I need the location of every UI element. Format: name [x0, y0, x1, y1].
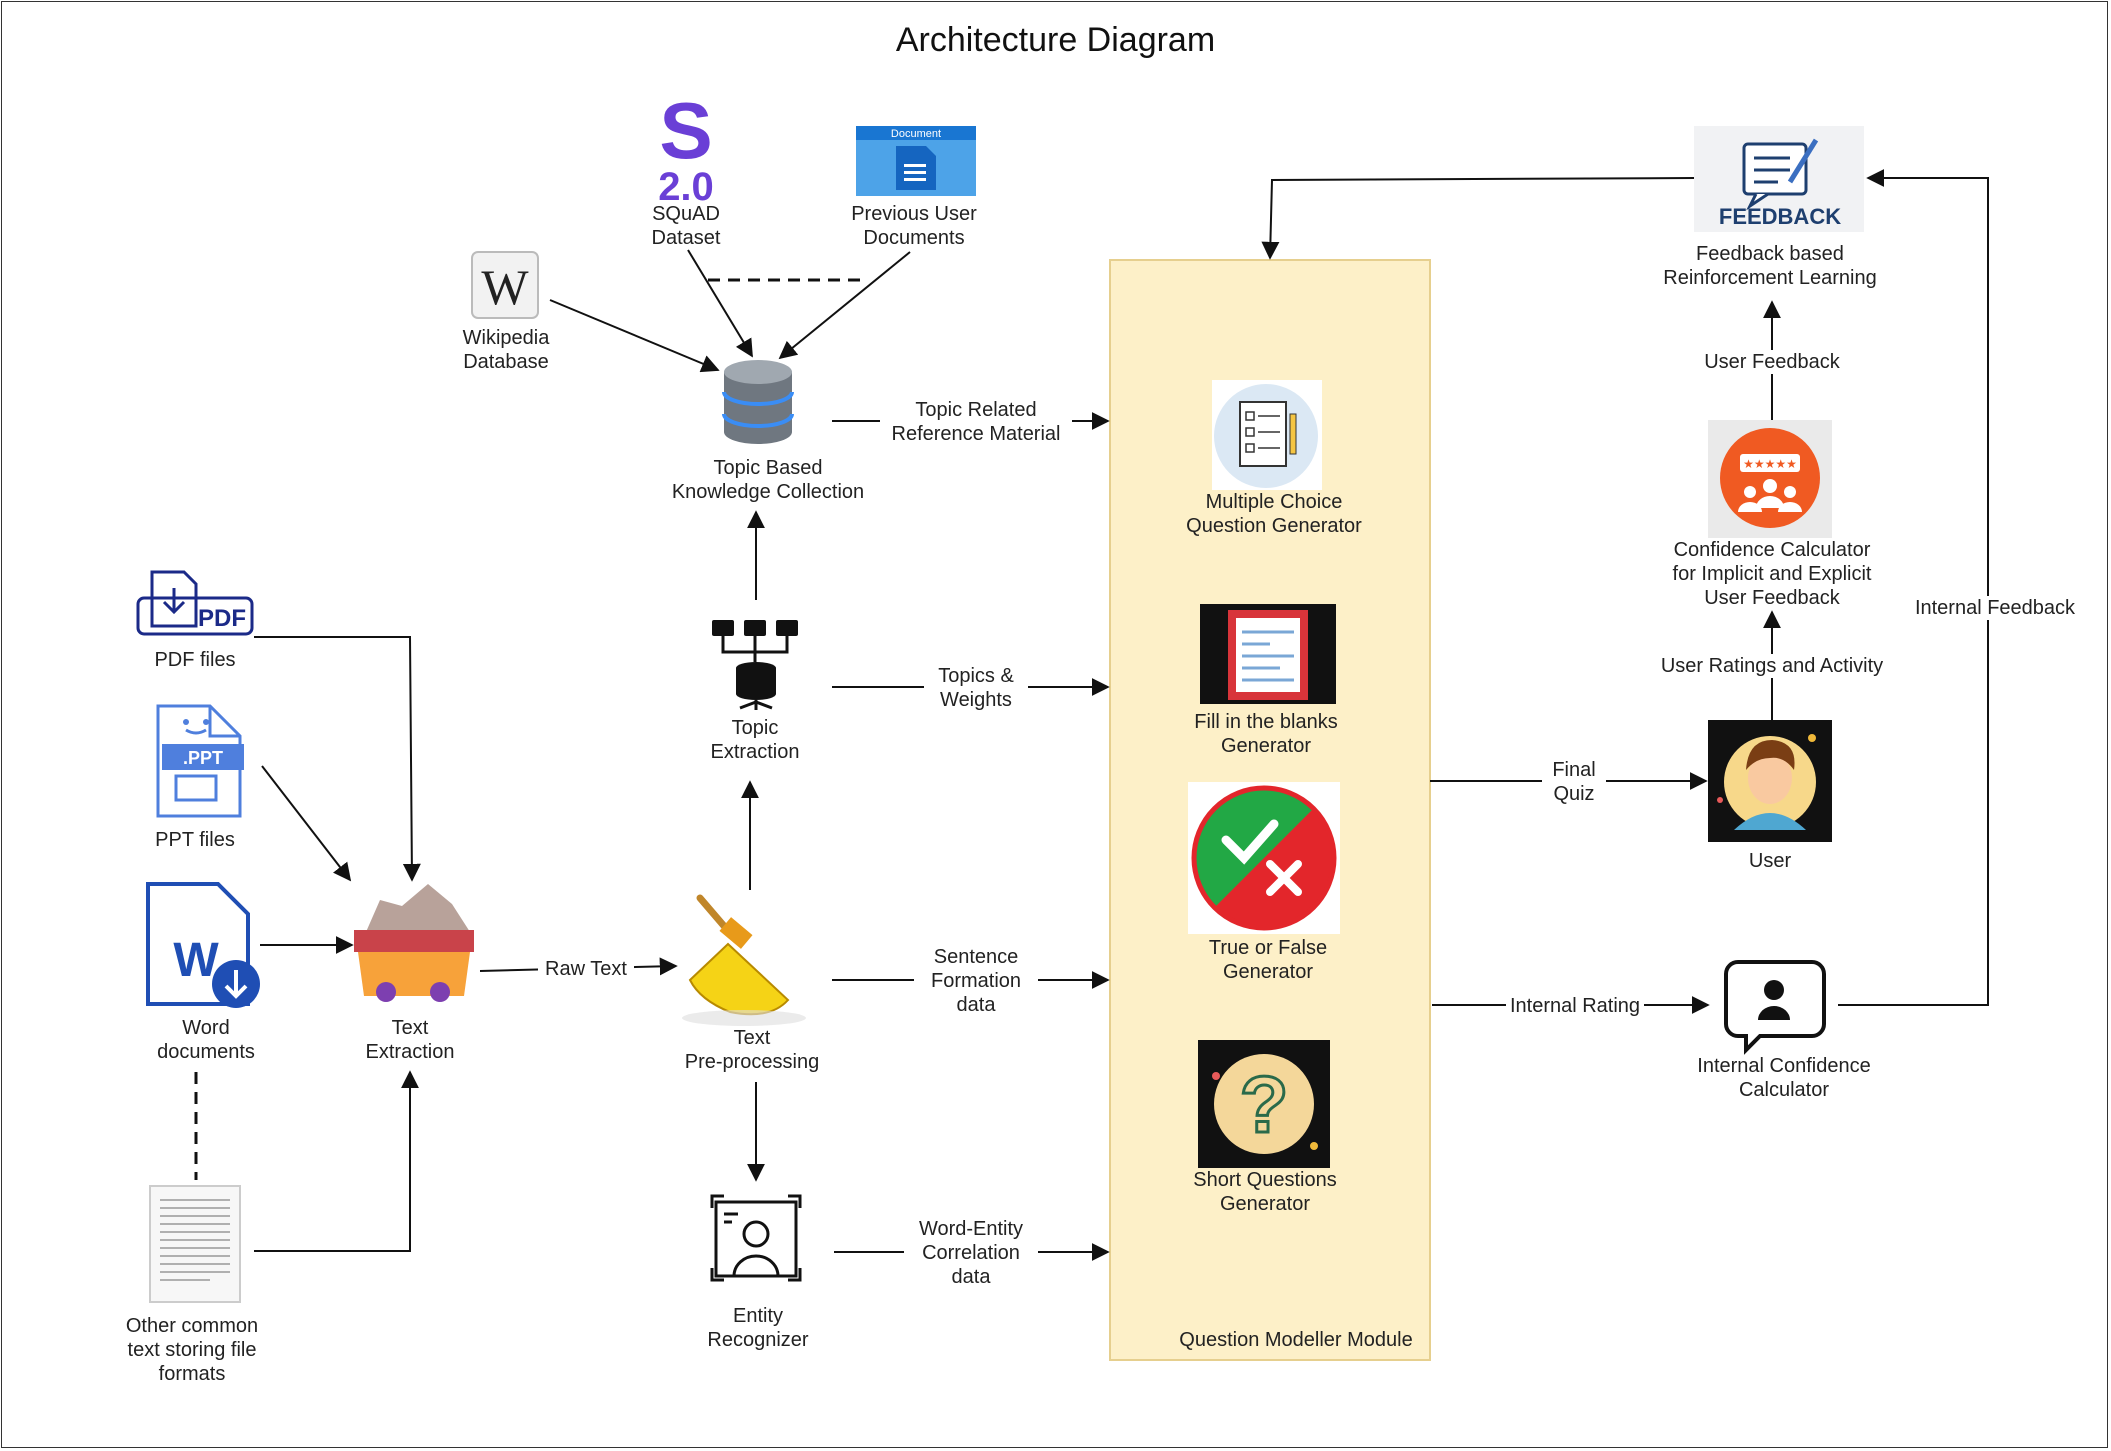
- previous-docs-label: Previous User Documents: [851, 203, 977, 249]
- preprocessing-label: Text Pre-processing: [684, 1027, 820, 1073]
- other-formats-label: Other common text storing file formats: [125, 1315, 259, 1385]
- ppt-file-icon: .PPT: [156, 704, 244, 818]
- rating-stars: ★★★★★: [1743, 457, 1797, 471]
- edge-label-topic-related: Topic Related Reference Material: [880, 398, 1072, 446]
- fill-blanks-generator-label: Fill in the blanks Generator: [1194, 711, 1338, 757]
- text-extraction-cart-icon: [354, 884, 474, 1002]
- edge-label-user-feedback: User Feedback: [1694, 350, 1850, 374]
- edge-label-sentence-formation: Sentence Formation data: [914, 945, 1038, 1017]
- topic-extraction-label: Topic Extraction: [710, 717, 800, 763]
- edge-label-word-entity: Word-Entity Correlation data: [904, 1217, 1038, 1289]
- edge-label-user-ratings: User Ratings and Activity: [1652, 654, 1892, 678]
- edge-internalconf-feedback: [1838, 169, 1989, 1006]
- question-mark-glyph: ?: [1240, 1060, 1289, 1149]
- diagram-title: Architecture Diagram: [895, 21, 1216, 59]
- true-false-icon: [1188, 782, 1340, 934]
- feedback-icon: FEEDBACK: [1694, 126, 1864, 232]
- edge-pdf-extraction: [254, 636, 421, 882]
- database-icon: [722, 360, 794, 444]
- word-documents-label: Word documents: [157, 1017, 255, 1063]
- knowledge-collection-label: Topic Based Knowledge Collection: [671, 457, 865, 503]
- wikipedia-label: Wikipedia Database: [462, 327, 550, 373]
- squad-logo-icon: S 2.0: [658, 86, 714, 209]
- edge-wikipedia-knowledge: [549, 299, 720, 373]
- internal-confidence-label: Internal Confidence Calculator: [1697, 1055, 1871, 1101]
- true-false-generator-label: True or False Generator: [1208, 937, 1328, 983]
- broom-icon: [682, 894, 806, 1026]
- squad-logo-version: 2.0: [658, 165, 714, 209]
- question-modeller-module-label: Question Modeller Module: [1179, 1329, 1413, 1351]
- user-avatar-icon: [1708, 720, 1832, 842]
- edge-other-extraction: [254, 1070, 419, 1252]
- wikipedia-icon-glyph: W: [481, 259, 529, 315]
- document-icon: Document: [856, 126, 976, 196]
- edge-squad-knowledge: [687, 249, 753, 358]
- squad-logo-letter: S: [659, 86, 712, 175]
- entity-recognizer-label: Entity Recognizer: [707, 1305, 809, 1351]
- word-file-icon: W: [146, 882, 260, 1008]
- edge-ppt-extraction: [261, 765, 352, 882]
- edge-label-final-quiz: Final Quiz: [1542, 758, 1606, 806]
- edge-label-raw-text: Raw Text: [538, 957, 634, 981]
- mcq-generator-label: Multiple Choice Question Generator: [1186, 491, 1362, 537]
- text-extraction-label: Text Extraction: [365, 1017, 455, 1063]
- edge-label-internal-feedback: Internal Feedback: [1910, 596, 2080, 620]
- feedback-rl-label: Feedback based Reinforcement Learning: [1663, 243, 1877, 289]
- word-icon-glyph: W: [173, 934, 219, 987]
- edge-label-internal-rating: Internal Rating: [1506, 994, 1644, 1018]
- edge-prevdocs-knowledge: [778, 251, 911, 360]
- pdf-files-label: PDF files: [154, 649, 236, 671]
- short-questions-generator-label: Short Questions Generator: [1193, 1169, 1337, 1215]
- chat-user-icon: [1724, 960, 1826, 1055]
- document-icon-label: Document: [891, 128, 941, 140]
- ppt-icon-label: .PPT: [183, 748, 223, 768]
- text-document-page-icon: [149, 1185, 241, 1303]
- fill-in-blanks-icon: [1200, 604, 1336, 704]
- multiple-choice-icon: [1212, 380, 1322, 490]
- confidence-calculator-label: Confidence Calculator for Implicit and E…: [1672, 539, 1872, 609]
- squad-dataset-label: SQuAD Dataset: [651, 203, 721, 249]
- user-label: User: [1748, 850, 1792, 872]
- pdf-file-icon: PDF: [136, 570, 254, 636]
- pdf-icon-label: PDF: [198, 605, 246, 632]
- wikipedia-icon: W: [471, 251, 539, 319]
- edge-label-topics-weights: Topics & Weights: [924, 664, 1028, 712]
- rating-group-icon: ★★★★★: [1708, 420, 1832, 538]
- entity-recognizer-icon: [710, 1194, 802, 1282]
- feedback-icon-label: FEEDBACK: [1719, 204, 1841, 229]
- edge-feedback-module: [1261, 177, 1695, 260]
- ppt-files-label: PPT files: [155, 829, 235, 851]
- question-mark-icon: ?: [1198, 1040, 1330, 1168]
- topic-extraction-icon: [712, 620, 798, 710]
